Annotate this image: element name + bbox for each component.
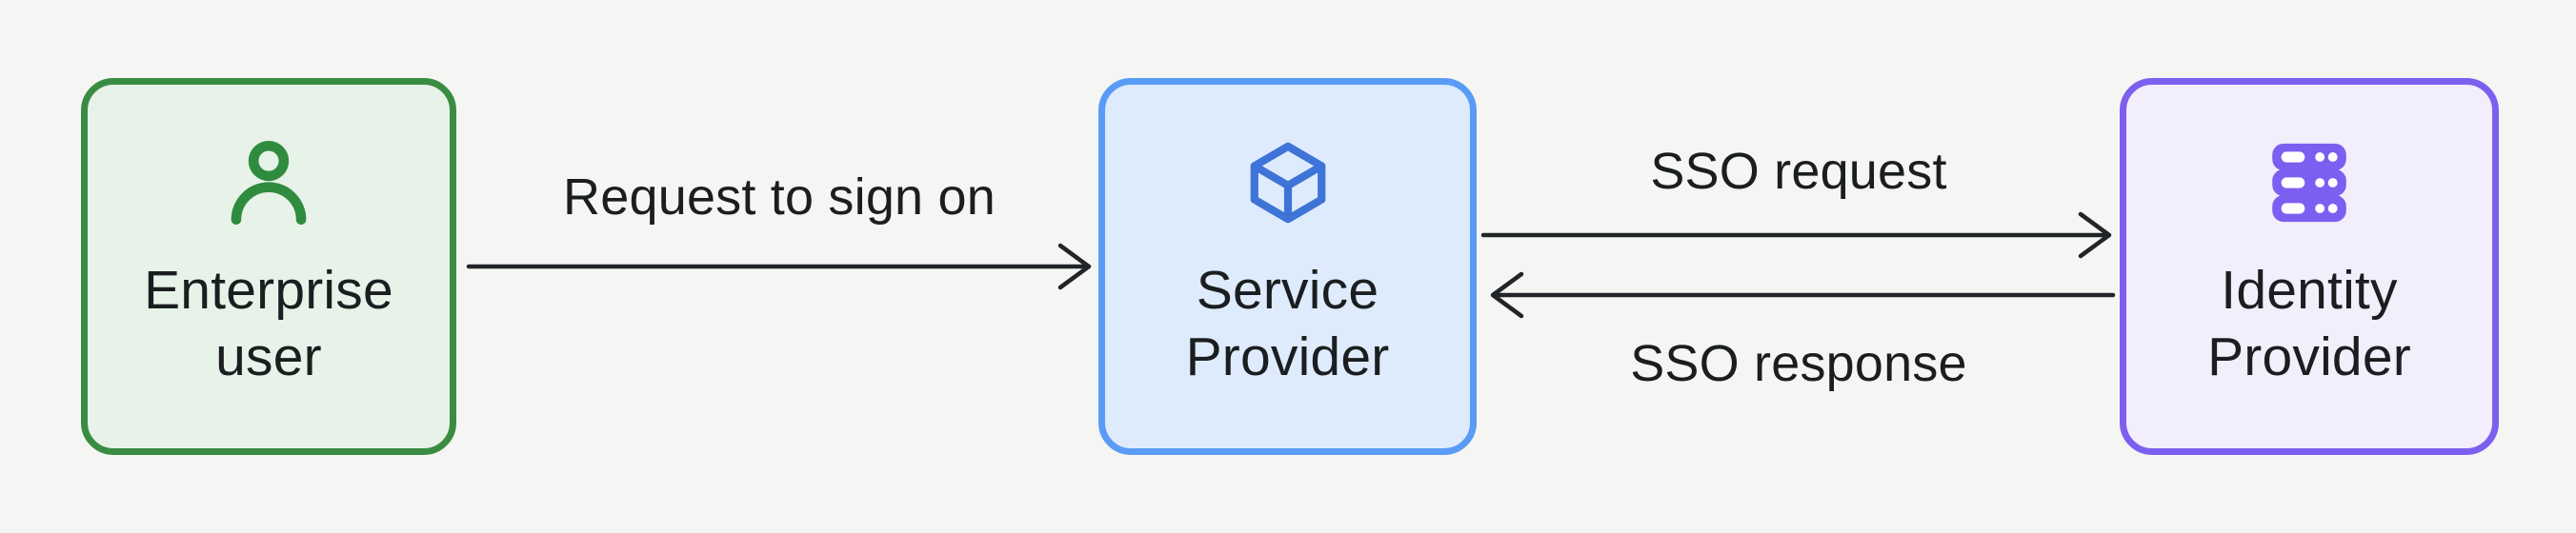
- node-label-line2: user: [215, 326, 322, 387]
- arrow-head-right-icon: [1057, 243, 1092, 290]
- node-label-line1: Identity: [2221, 260, 2398, 321]
- sso-request-arrow: [1480, 211, 2112, 259]
- service-provider-node: Service Provider: [1098, 78, 1477, 455]
- identity-provider-node: Identity Provider: [2120, 78, 2499, 455]
- request-to-sign-on-arrow: [466, 243, 1092, 290]
- edge-label-sso-response: SSO response: [1630, 335, 1967, 392]
- node-label-line2: Provider: [2207, 326, 2411, 387]
- node-label: Enterprise user: [144, 257, 393, 390]
- node-label-line1: Service: [1196, 260, 1379, 321]
- node-label: Service Provider: [1186, 257, 1390, 390]
- server-icon: [2264, 138, 2354, 227]
- cube-icon: [1243, 138, 1333, 227]
- edge-label-sso-request: SSO request: [1650, 143, 1947, 200]
- arrow-head-right-icon: [2078, 211, 2112, 259]
- sso-response-arrow: [1490, 271, 2116, 319]
- node-label: Identity Provider: [2207, 257, 2411, 390]
- node-label-line1: Enterprise: [144, 260, 393, 321]
- user-icon: [224, 138, 313, 227]
- node-label-line2: Provider: [1185, 326, 1390, 387]
- edge-label-request-to-sign-on: Request to sign on: [563, 168, 996, 226]
- arrow-head-left-icon: [1490, 271, 1524, 319]
- enterprise-user-node: Enterprise user: [81, 78, 456, 455]
